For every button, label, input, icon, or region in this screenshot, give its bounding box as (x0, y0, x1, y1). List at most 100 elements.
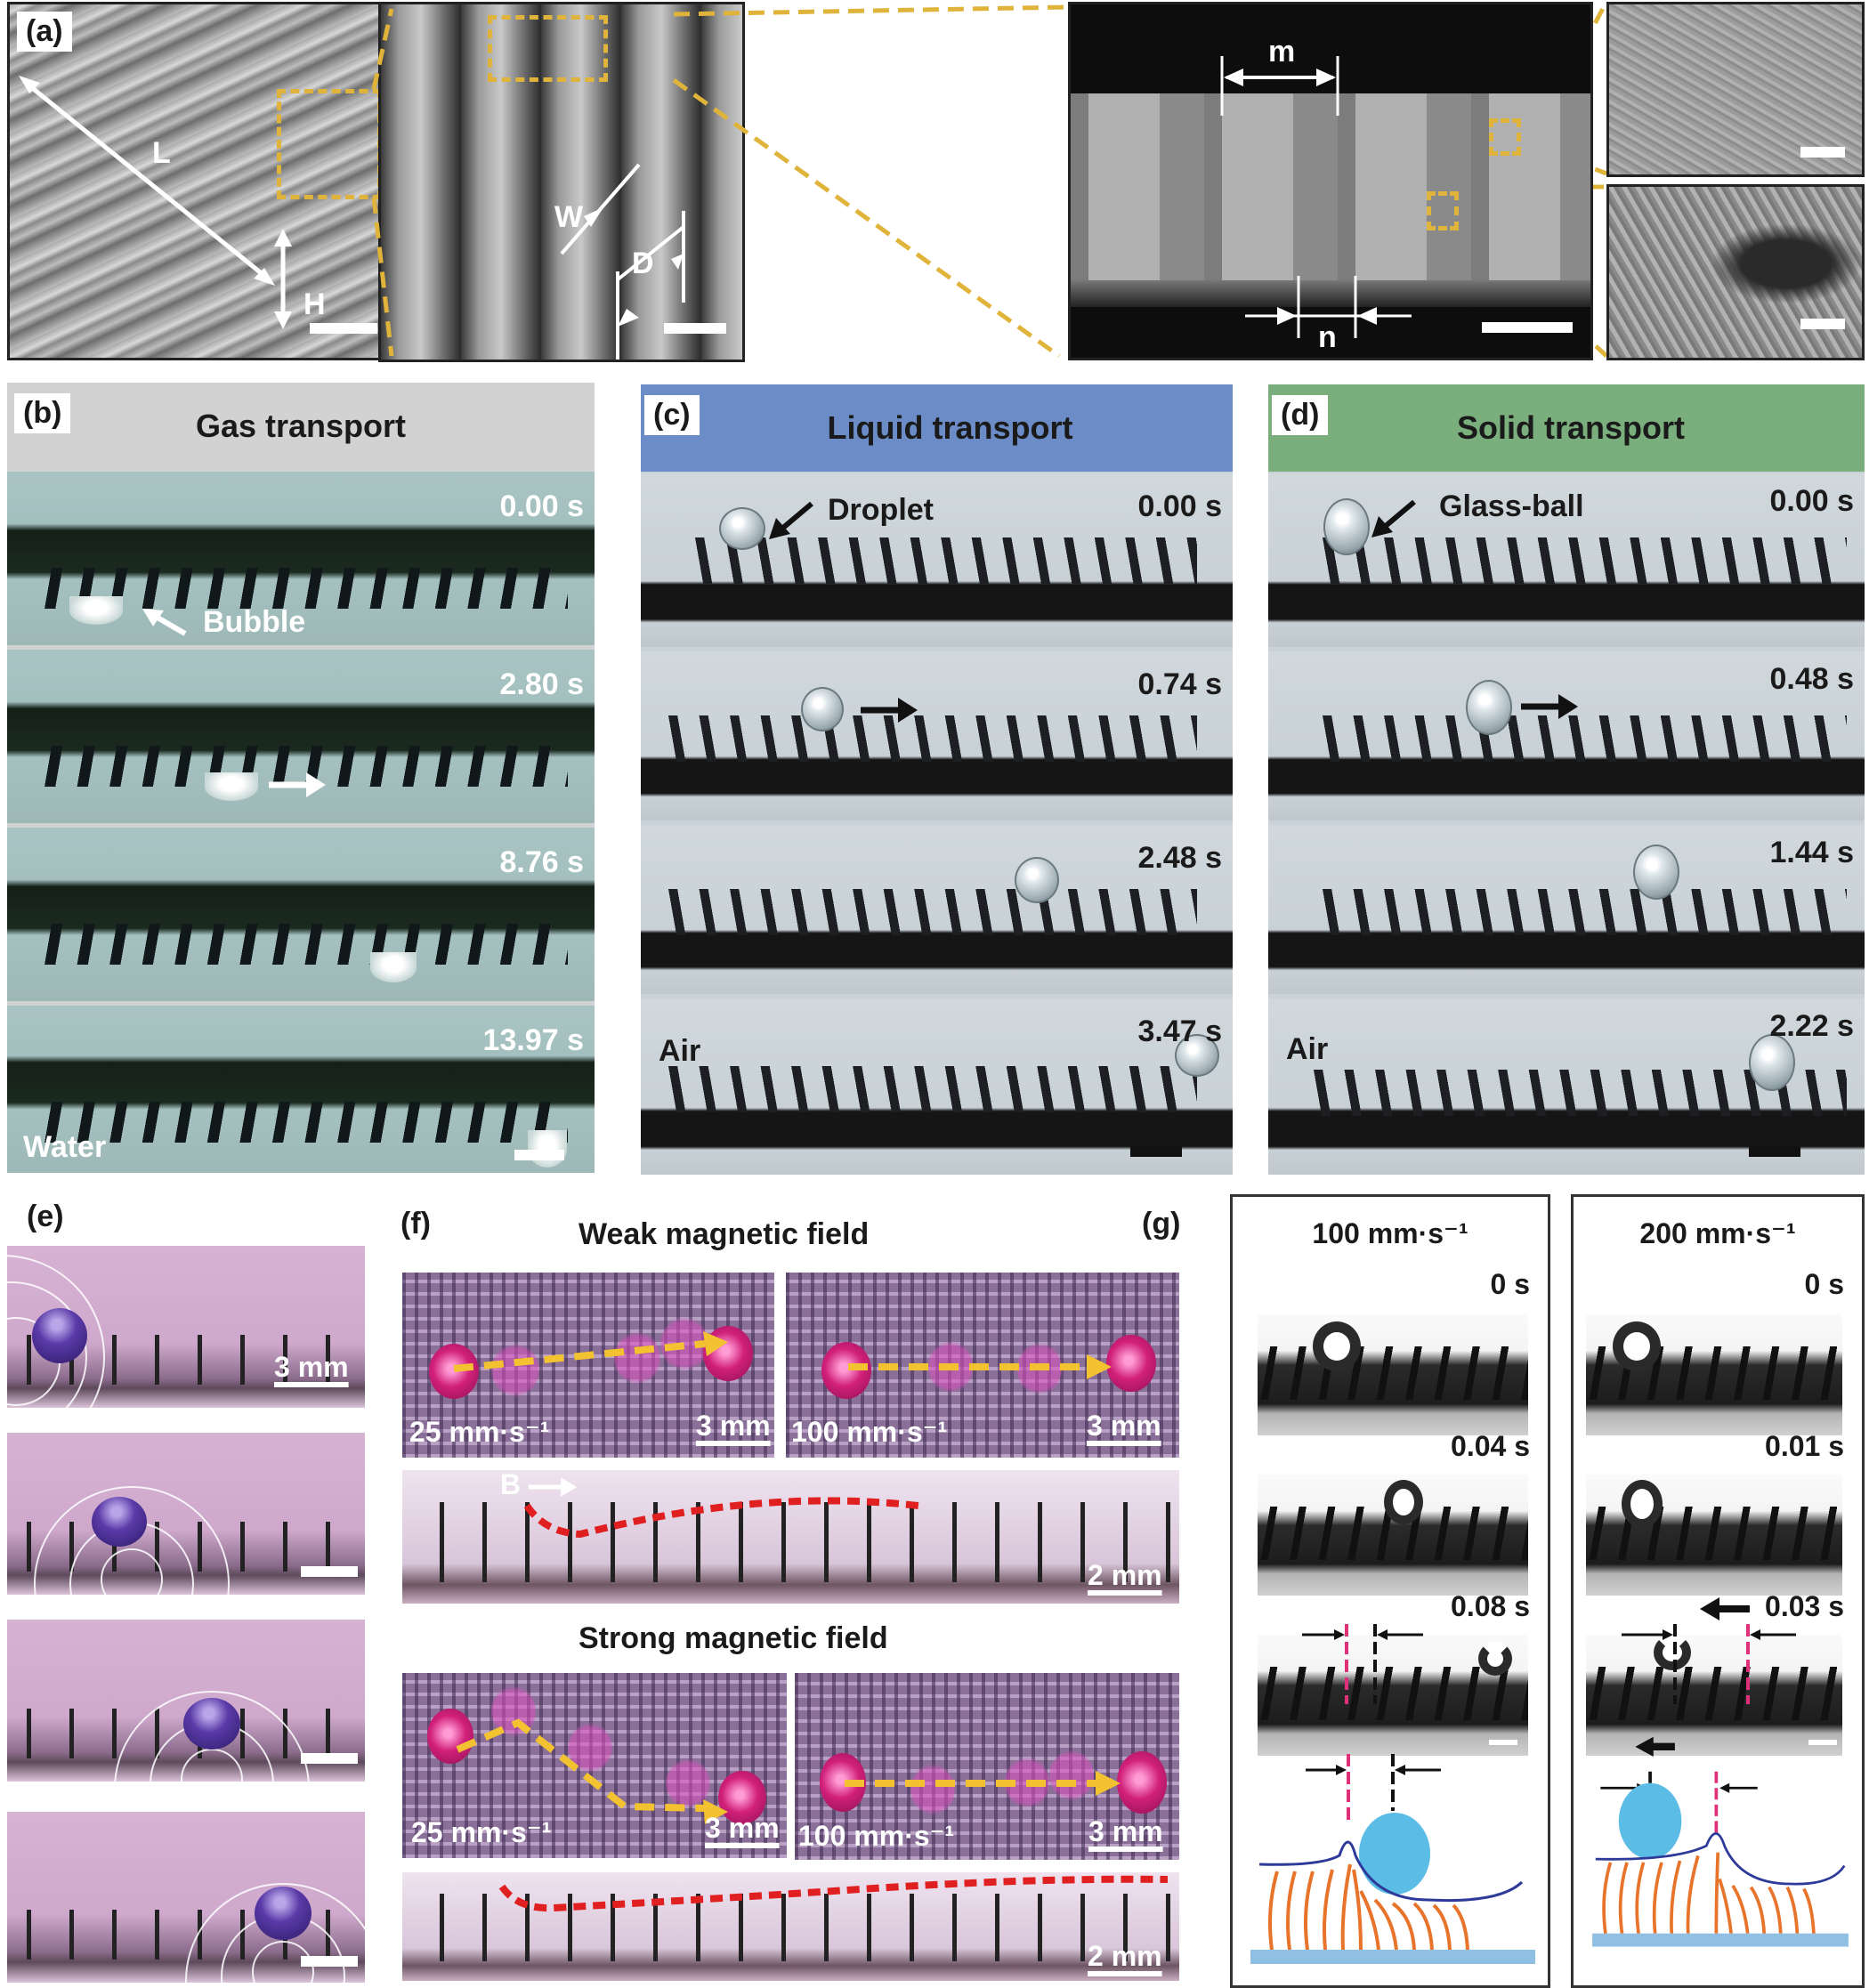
solid-frame-4: 2.22 s Air (1268, 998, 1865, 1175)
cilia-array (668, 889, 1197, 935)
detail-box-bottom (1427, 191, 1459, 230)
magnetic-frame-3 (7, 1620, 365, 1782)
arrow-left-icon (1700, 1597, 1750, 1620)
timestamp: 0.00 s (499, 489, 584, 523)
speed-label: 100 mm·s⁻¹ (798, 1820, 955, 1852)
timestamp: 0 s (1804, 1268, 1844, 1300)
cilia-array (694, 537, 1197, 584)
cilia-envelope-line (523, 1497, 919, 1539)
scale-label: 3 mm (274, 1351, 349, 1383)
solid-frame-2: 0.48 s (1268, 651, 1865, 820)
droplet (719, 507, 765, 550)
timestamp: 0.04 s (1451, 1430, 1530, 1462)
cilia-array (1322, 715, 1847, 762)
gas-frame-3: 8.76 s (7, 828, 595, 1001)
strong-field-cilia-frame: 2 mm (402, 1872, 1179, 1981)
droplet-trace (666, 1758, 710, 1808)
label-L: L (152, 136, 171, 170)
trajectory-arrow (453, 1331, 728, 1372)
bubble (69, 596, 123, 625)
timestamp: 2.22 s (1769, 1009, 1854, 1043)
glass-ball (1749, 1034, 1795, 1091)
g-speed-label: 200 mm·s⁻¹ (1639, 1217, 1796, 1249)
timestamp: 0.74 s (1137, 667, 1222, 701)
magnetic-frame-1: 3 mm (7, 1246, 365, 1408)
panel-label-g: (g) (1142, 1207, 1181, 1240)
glass-ball (1633, 844, 1679, 900)
droplet-trace (614, 1331, 660, 1385)
liquid-frame-3: 2.48 s (641, 825, 1233, 994)
speed-label: 25 mm·s⁻¹ (409, 1416, 550, 1448)
timestamp: 0.08 s (1451, 1590, 1530, 1622)
dimension-arrows (19, 76, 292, 329)
scale-bar (301, 1566, 358, 1577)
bubble (528, 1130, 567, 1168)
medium-label-air: Air (1286, 1032, 1329, 1066)
cilia-array (1322, 537, 1847, 584)
panel-label-c: (c) (644, 395, 700, 436)
timestamp: 8.76 s (499, 845, 584, 879)
magnetic-ball (32, 1308, 87, 1363)
g-frame-2 (1258, 1475, 1528, 1596)
g-frame-1 (1258, 1314, 1528, 1435)
timestamp: 2.80 s (499, 667, 584, 701)
g-column-200: 200 mm·s⁻¹ 0 s 0.01 s 0.03 s (1571, 1194, 1865, 1988)
sem-image-overview: L H (a) (7, 2, 392, 360)
scale-label: 2 mm (1088, 1940, 1162, 1972)
weak-field-25-frame: 25 mm·s⁻¹ 3 mm (402, 1273, 774, 1458)
magnetic-frame-2 (7, 1433, 365, 1595)
g-frame-3 (1586, 1624, 1842, 1756)
droplet (1175, 1034, 1219, 1077)
detail-box-top (1489, 118, 1521, 156)
scale-bar (301, 1753, 358, 1764)
glass-ball (1466, 680, 1512, 735)
field-direction-label: B (500, 1470, 522, 1500)
magnetic-ball (255, 1887, 312, 1940)
sem-image-pillars: W D (378, 2, 745, 362)
liquid-frame-1: Droplet 0.00 s (641, 473, 1233, 647)
droplet (1015, 857, 1059, 903)
solid-frame-1: Glass-ball 0.00 s (1268, 473, 1865, 647)
timestamp: 13.97 s (482, 1023, 584, 1057)
arrow-right-icon (1521, 694, 1578, 719)
droplet (1622, 1480, 1663, 1528)
droplet (1478, 1642, 1512, 1676)
cilia-array (43, 568, 568, 609)
timestamp: 3.47 s (1137, 1014, 1222, 1048)
weak-field-title: Weak magnetic field (578, 1217, 870, 1251)
gas-frame-4: 13.97 s Water (7, 1006, 595, 1173)
scale-label: 3 mm (1088, 1815, 1163, 1847)
timestamp: 0.01 s (1765, 1430, 1844, 1462)
arrow-icon (142, 609, 187, 636)
offset-markers (1622, 1624, 1796, 1704)
panel-d-title: Solid transport (1456, 409, 1685, 446)
cilia-array (420, 1502, 1170, 1582)
arrow-icon (769, 501, 813, 539)
g-mechanism-diagram (1592, 1736, 1849, 1947)
g-column-100: 100 mm·s⁻¹ 0 s 0.04 s 0.08 s (1230, 1194, 1550, 1988)
magnetic-ball (92, 1497, 147, 1547)
scale-bar (1130, 1146, 1182, 1157)
cilia-array (43, 746, 568, 787)
label-H: H (303, 287, 326, 321)
magnetic-ball (183, 1698, 240, 1750)
droplet-label: Droplet (828, 493, 934, 527)
speed-label: 100 mm·s⁻¹ (791, 1416, 948, 1448)
medium-label-air: Air (659, 1034, 701, 1068)
glass-ball (1323, 498, 1370, 555)
trajectory-arrow (845, 1771, 1121, 1796)
panel-b-header: Gas transport (7, 383, 595, 470)
label-n: n (1318, 320, 1337, 354)
label-W: W (554, 200, 584, 234)
arrow-icon (1371, 499, 1416, 537)
scale-bar (1489, 1740, 1517, 1745)
panel-c-title: Liquid transport (827, 409, 1073, 446)
arrow-right-icon (269, 772, 326, 797)
timestamp: 0.48 s (1769, 662, 1854, 696)
panel-b-gas-transport: Gas transport (b) Bubble 0.00 s 2.80 s 8… (7, 383, 595, 1173)
droplet (1313, 1321, 1361, 1371)
substrate-glow (1071, 280, 1590, 307)
field-line (101, 1548, 163, 1595)
scale-label: 3 mm (1087, 1410, 1161, 1442)
droplet (429, 1344, 479, 1399)
